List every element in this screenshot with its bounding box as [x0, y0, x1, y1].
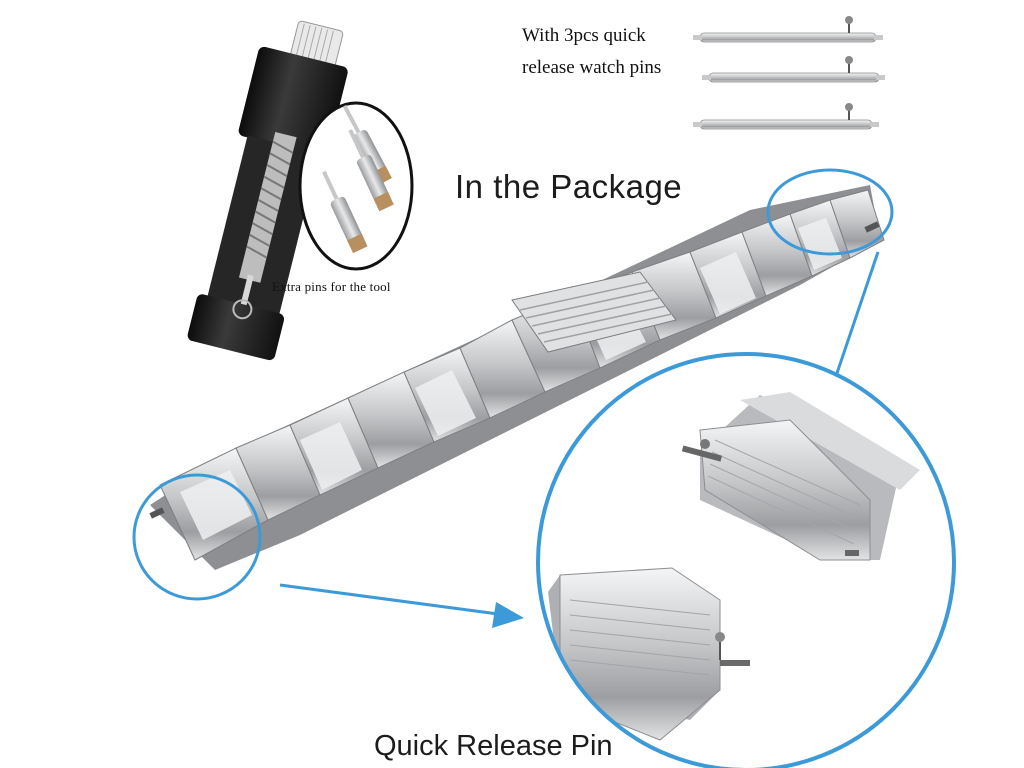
extra-pins-oval	[298, 101, 414, 271]
spring-bar-tool	[187, 20, 348, 361]
quick-release-pins	[693, 16, 885, 130]
magnified-detail-view	[536, 352, 956, 768]
release-pin-1	[693, 16, 883, 43]
extra-tool-pins	[322, 104, 394, 254]
release-pin-2	[702, 56, 885, 83]
callout-circle-top	[766, 168, 894, 256]
release-pin-3	[693, 103, 879, 130]
stainless-steel-watch-band	[149, 185, 885, 570]
pins-caption-line2: release watch pins	[522, 57, 662, 78]
tool-base	[187, 294, 285, 361]
package-title: In the Package	[455, 168, 683, 205]
pins-caption-line1: With 3pcs quick	[522, 25, 646, 46]
arrow-icon	[279, 583, 524, 628]
tool-screw	[238, 131, 297, 283]
callout-circle-bottom	[132, 473, 262, 601]
band-clasp	[511, 271, 677, 353]
tool-pins-caption: Extra pins for the tool	[272, 279, 391, 294]
pins-caption: With 3pcs quick release watch pins	[522, 20, 712, 84]
quick-release-title: Quick Release Pin	[374, 730, 613, 762]
